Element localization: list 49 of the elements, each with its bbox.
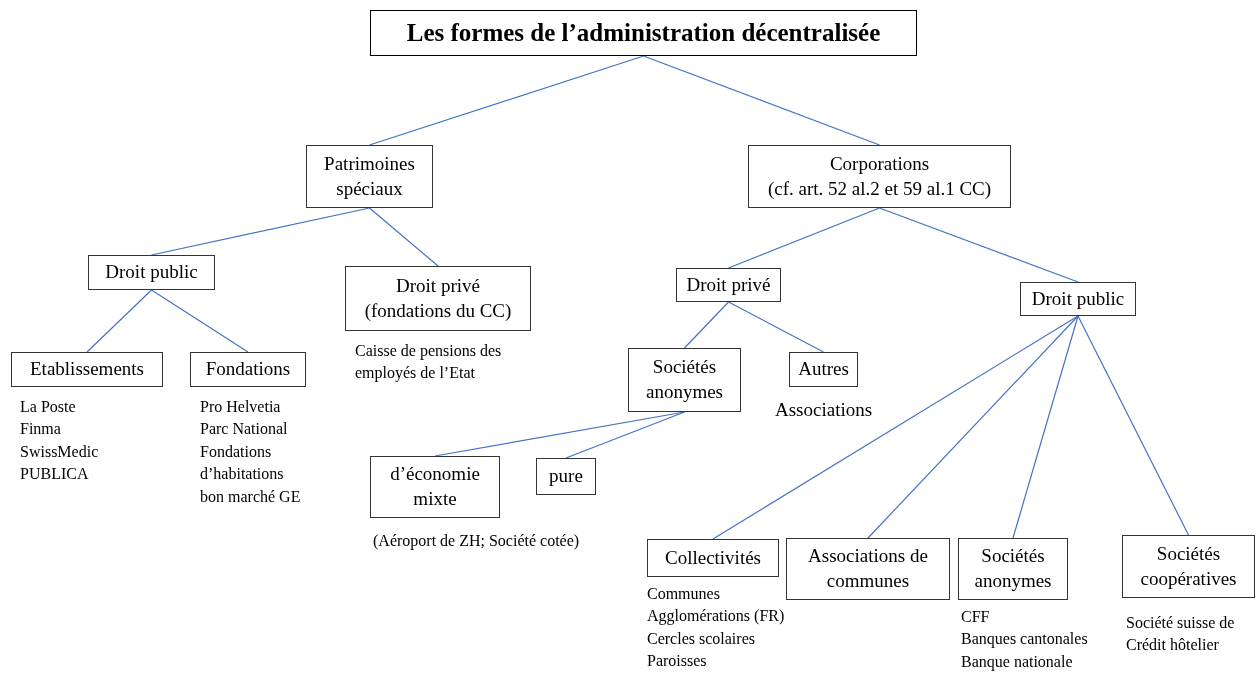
connector-line (565, 411, 686, 459)
category-box: Sociétés coopératives (1122, 535, 1255, 598)
example-text: Banque nationale (961, 651, 1074, 673)
category-box: Sociétés anonymes (958, 538, 1068, 600)
category-box: Fondations (190, 352, 306, 387)
example-text: Banques cantonales (961, 629, 1089, 650)
category-box: pure (536, 458, 596, 495)
category-box: Etablissements (11, 352, 163, 387)
connector-line (368, 207, 439, 267)
example-text: Communes (647, 584, 721, 604)
connector-line (642, 55, 881, 146)
category-box: Corporations (cf. art. 52 al.2 et 59 al.1 CC) (748, 145, 1011, 208)
example-text: Associations (775, 398, 874, 422)
connector-line (683, 301, 730, 349)
example-text: (Aéroport de ZH; Société cotée) (373, 531, 581, 552)
example-text: Société suisse de Crédit hôtelier (1126, 613, 1236, 656)
example-text: Parc National (200, 419, 289, 440)
category-box: Patrimoines spéciaux (306, 145, 433, 208)
example-text: CFF (961, 607, 991, 627)
connector-line (1077, 315, 1190, 536)
connector-line (86, 289, 153, 353)
connector-line (727, 207, 881, 269)
example-text: SwissMedic (20, 441, 100, 462)
category-box: d’économie mixte (370, 456, 500, 518)
connector-line (1012, 315, 1079, 539)
connector-line (878, 207, 1079, 283)
title-box: Les formes de l’administration décentralisée (370, 10, 917, 56)
connector-line (727, 301, 825, 353)
example-text: Caisse de pensions des employés de l’Etat (355, 341, 503, 384)
category-box: Associations de communes (786, 538, 950, 600)
example-text: PUBLICA (20, 464, 90, 485)
example-text: Paroisses (647, 651, 708, 672)
category-box: Droit privé (fondations du CC) (345, 266, 531, 331)
connector-line (867, 315, 1079, 539)
example-text: Pro Helvetia (200, 397, 282, 417)
category-box: Collectivités (647, 539, 779, 577)
category-box: Droit public (1020, 282, 1136, 316)
connector-line (150, 289, 249, 353)
connector-line (712, 315, 1079, 540)
category-box: Sociétés anonymes (628, 348, 741, 412)
category-box: Droit public (88, 255, 215, 290)
example-text: Cercles scolaires (647, 628, 756, 649)
example-text: La Poste (20, 397, 77, 417)
category-box: Autres (789, 352, 858, 387)
example-text: Fondations d’habitations bon marché GE (200, 441, 302, 507)
example-text: Agglomérations (FR) (647, 606, 786, 627)
example-text: Finma (20, 419, 62, 440)
category-box: Droit privé (676, 268, 781, 302)
connector-line (368, 55, 645, 146)
